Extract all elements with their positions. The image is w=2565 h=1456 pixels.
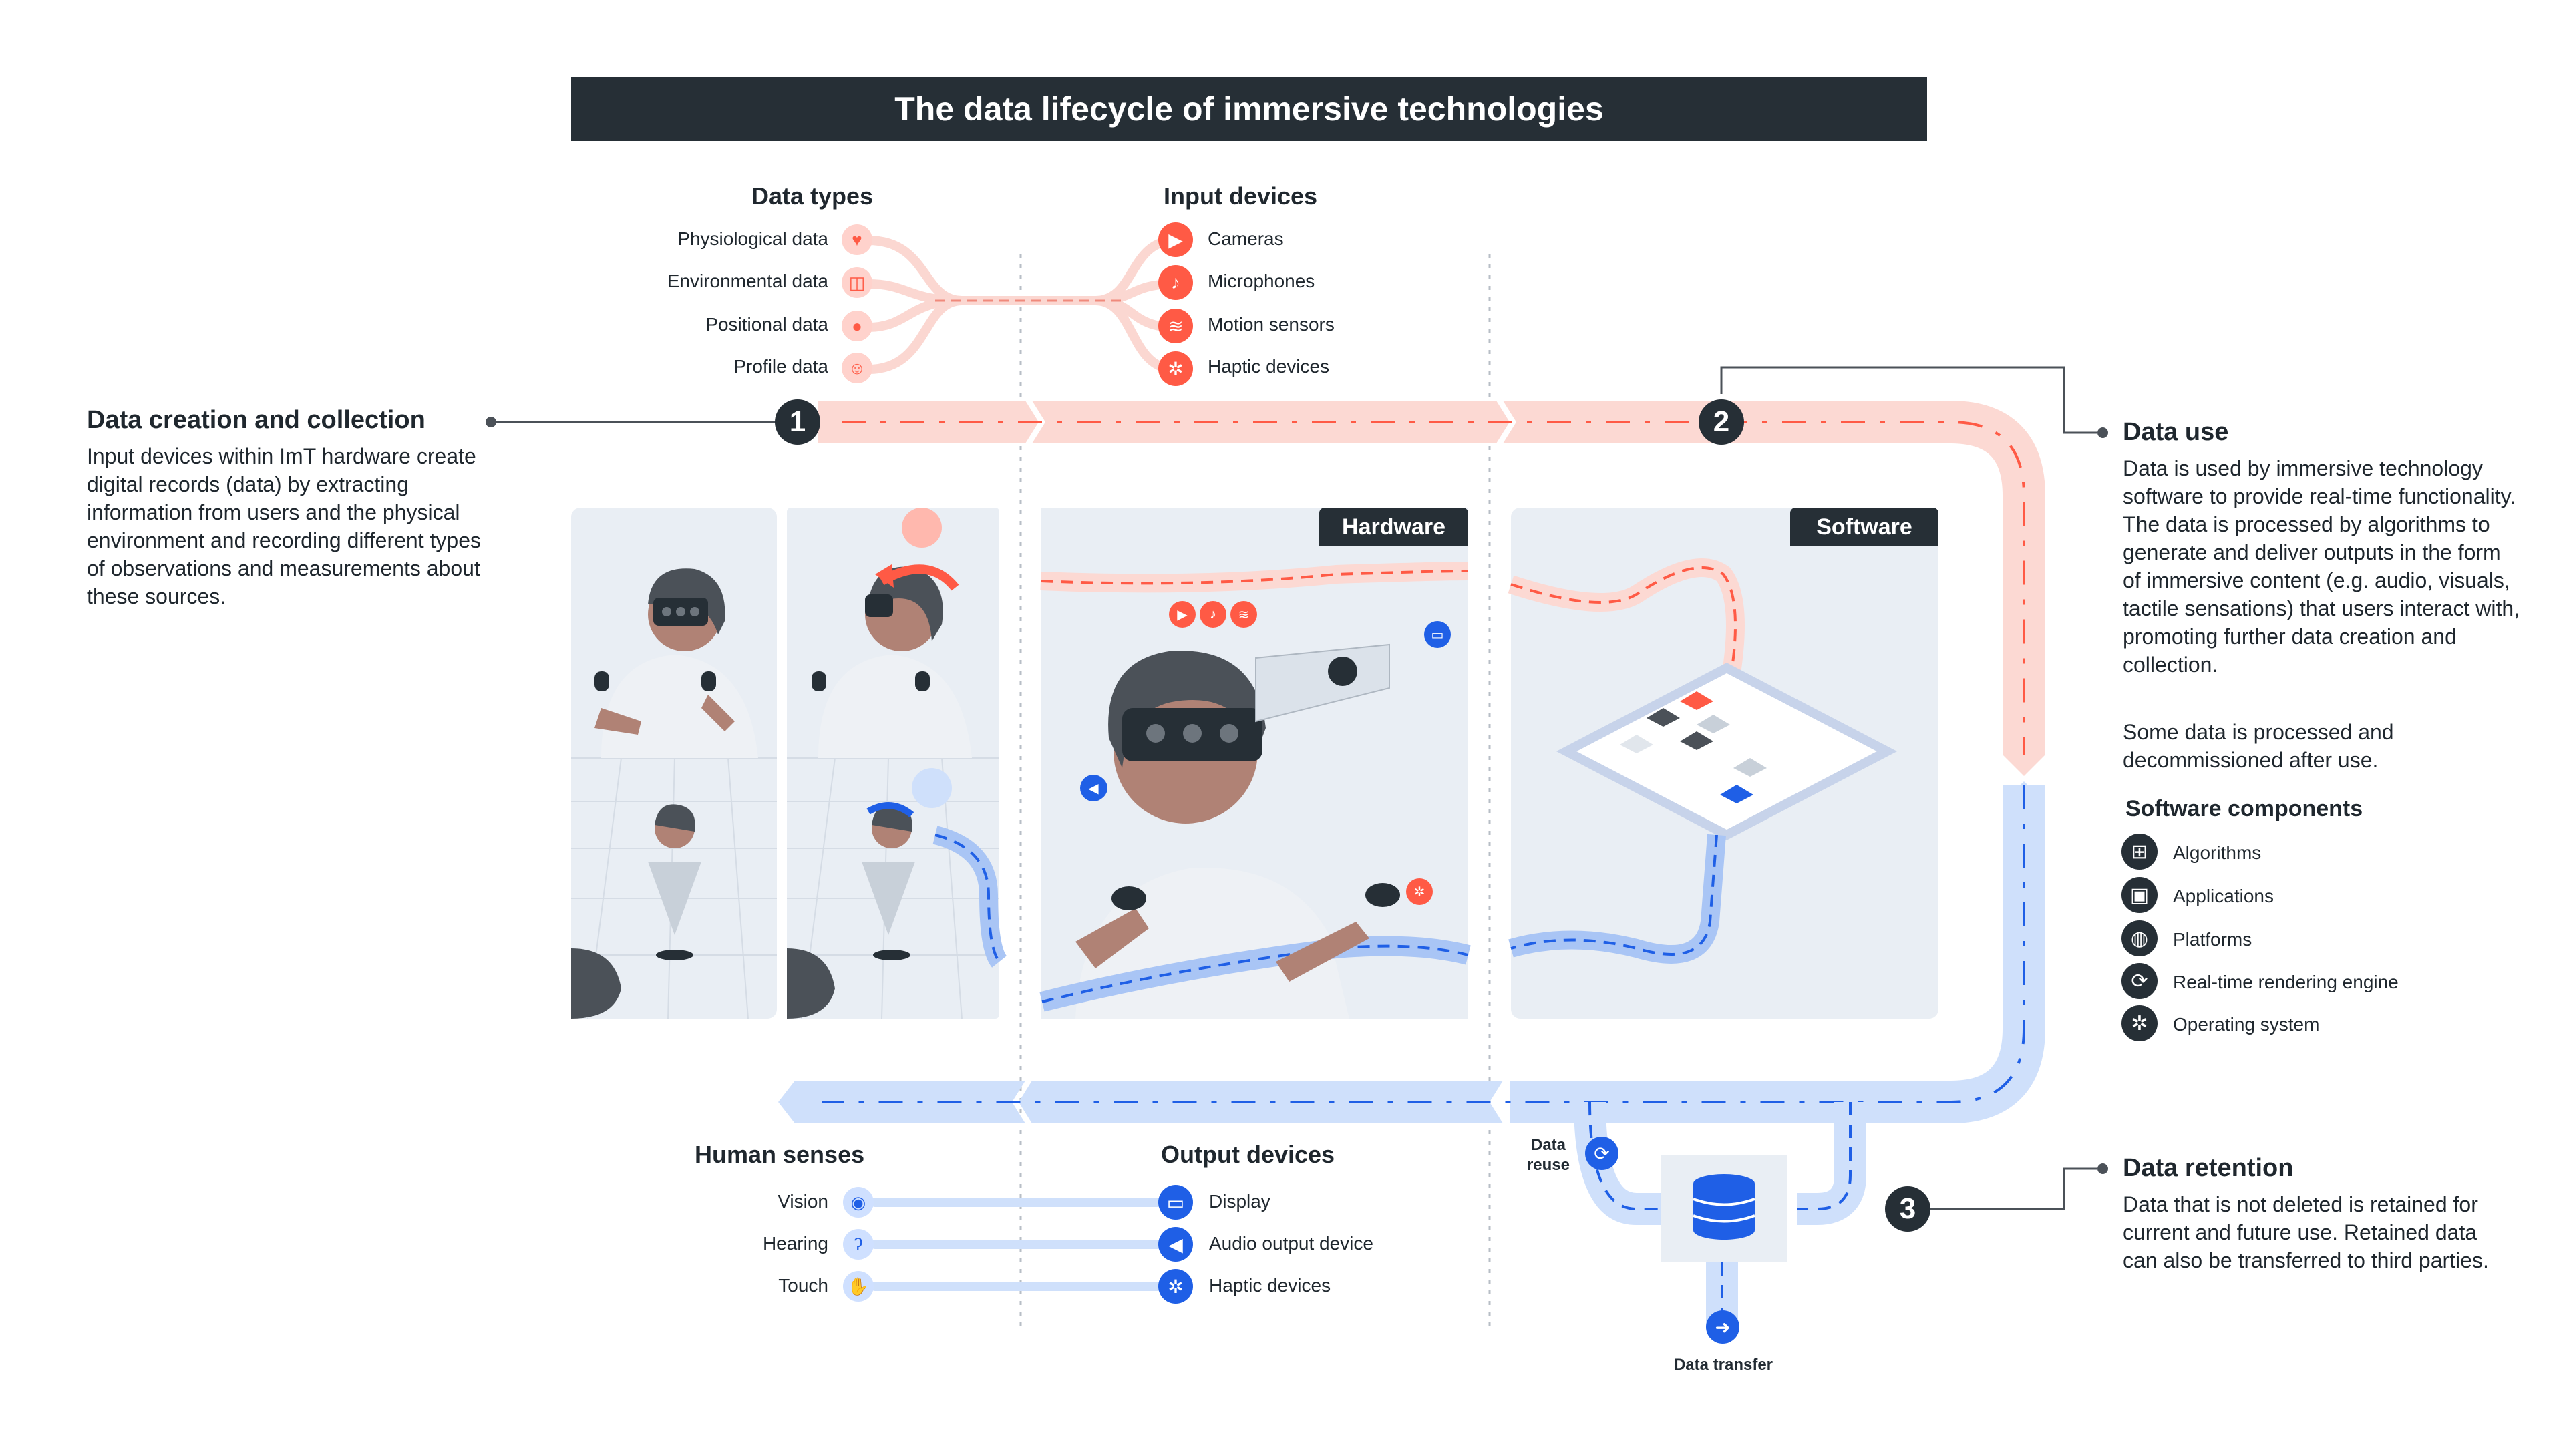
retention-heading: Data retention	[2123, 1154, 2294, 1182]
output-device-label: Haptic devices	[1209, 1275, 1331, 1296]
output-devices-heading: Output devices	[1161, 1141, 1335, 1168]
software-tag: Software	[1790, 508, 1938, 546]
input-device-label: Haptic devices	[1208, 356, 1330, 377]
location-pin-icon: ●	[842, 311, 872, 341]
software-components-heading: Software components	[2125, 796, 2363, 822]
software-component-label: Real-time rendering engine	[2173, 972, 2399, 992]
panel-left-b	[787, 508, 999, 1019]
software-component-label: Operating system	[2173, 1014, 2320, 1035]
human-sense-label: Hearing	[762, 1233, 828, 1254]
input-device-label: Microphones	[1208, 270, 1315, 291]
input-device-label: Motion sensors	[1208, 314, 1335, 335]
cube-icon: ◫	[842, 267, 872, 298]
user-icon: ☺	[842, 353, 872, 383]
speaker-icon: ◀	[1080, 775, 1107, 801]
bottom-blue-band	[778, 781, 2045, 1123]
creation-heading: Data creation and collection	[87, 406, 425, 434]
output-device-label: Display	[1209, 1191, 1270, 1212]
ear-icon: ʔ	[843, 1229, 874, 1260]
gear-icon: ✲	[1406, 878, 1433, 905]
step-badge-1: 1	[775, 399, 820, 445]
heart-icon: ♥	[842, 224, 872, 255]
display-icon: ▭	[1158, 1185, 1193, 1220]
application-icon: ▣	[2121, 877, 2158, 913]
gear-icon: ✲	[1158, 351, 1193, 386]
exit-icon: ➜	[1706, 1310, 1739, 1344]
use-body-2: Some data is processed and decommissione…	[2123, 720, 2394, 772]
input-devices-heading: Input devices	[1164, 182, 1318, 210]
retention-body: Data that is not deleted is retained for…	[2123, 1192, 2489, 1272]
data-type-label: Profile data	[733, 356, 828, 377]
gear-icon: ✲	[1158, 1269, 1193, 1304]
hand-icon: ✋	[843, 1271, 874, 1302]
user-figure-b	[787, 508, 1007, 1019]
gear-icon: ✲	[2121, 1005, 2158, 1041]
use-heading: Data use	[2123, 418, 2229, 446]
speaker-icon: ◀	[1158, 1227, 1193, 1262]
input-device-label: Cameras	[1208, 228, 1284, 249]
software-component-label: Applications	[2173, 886, 2274, 906]
wifi-icon: ≋	[1158, 309, 1193, 343]
creation-body: Input devices within ImT hardware create…	[87, 444, 481, 608]
output-flow-lines	[870, 1198, 1167, 1291]
software-scene	[1508, 558, 1898, 964]
data-types-heading: Data types	[751, 182, 874, 210]
input-flow-lines	[864, 236, 1180, 374]
use-body-1: Data is used by immersive technology sof…	[2123, 456, 2520, 677]
callout-lines	[491, 366, 2097, 1210]
camera-icon: ▶	[1169, 601, 1196, 628]
user-figure-a	[571, 568, 758, 1019]
display-icon: ▭	[1424, 621, 1451, 648]
data-type-label: Positional data	[705, 314, 828, 335]
data-reuse-label: Data reuse	[1526, 1136, 1570, 1174]
human-senses-heading: Human senses	[695, 1141, 865, 1168]
step-badge-2: 2	[1699, 399, 1744, 445]
eye-icon: ◉	[843, 1187, 874, 1218]
wifi-icon: ≋	[1230, 601, 1257, 628]
globe-icon: ◍	[2121, 920, 2158, 956]
camera-icon: ▶	[1158, 222, 1193, 257]
rendering-engine-icon: ⟳	[2121, 963, 2158, 999]
microphone-icon: ♪	[1200, 601, 1226, 628]
data-transfer-label: Data transfer	[1673, 1356, 1773, 1374]
hardware-scene	[1039, 562, 1471, 1019]
output-device-label: Audio output device	[1209, 1233, 1373, 1254]
human-sense-label: Vision	[778, 1191, 828, 1212]
microphone-icon: ♪	[1158, 265, 1193, 300]
step-badge-3: 3	[1885, 1186, 1930, 1232]
refresh-icon: ⟳	[1585, 1137, 1618, 1170]
data-type-label: Environmental data	[667, 270, 828, 291]
data-type-label: Physiological data	[677, 228, 828, 249]
hardware-tag: Hardware	[1319, 508, 1468, 546]
algorithm-icon: ⊞	[2121, 834, 2158, 870]
database-icon	[1693, 1174, 1755, 1240]
page-title: The data lifecycle of immersive technolo…	[571, 77, 1927, 141]
human-sense-label: Touch	[778, 1275, 828, 1296]
software-component-label: Algorithms	[2173, 842, 2262, 863]
software-component-label: Platforms	[2173, 929, 2252, 950]
